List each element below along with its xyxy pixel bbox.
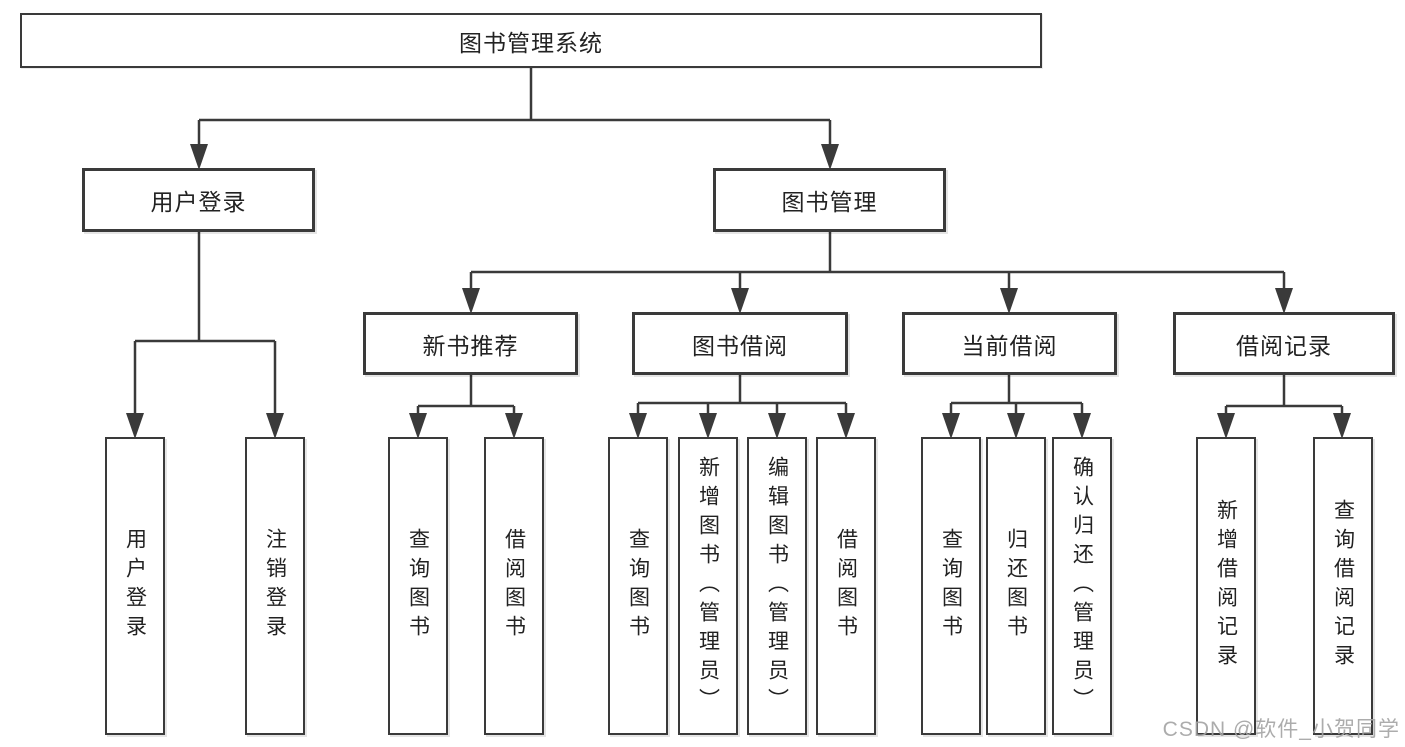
leaf-add-borrow-record: 新增借阅记录 — [1196, 437, 1256, 735]
node-book-management-label: 图书管理 — [781, 189, 878, 215]
leaf-borrow-books-2: 借阅图书 — [816, 437, 876, 735]
leaf-query-books-3: 查询图书 — [921, 437, 981, 735]
leaf-edit-books-admin-label: 编辑图书（管理员） — [765, 455, 789, 717]
leaf-borrow-books-2-label: 借阅图书 — [834, 528, 858, 644]
node-borrow-records: 借阅记录 — [1173, 312, 1395, 375]
leaf-add-books-admin: 新增图书（管理员） — [678, 437, 738, 735]
leaf-confirm-return-admin-label: 确认归还（管理员） — [1070, 455, 1094, 717]
leaf-query-borrow-record-label: 查询借阅记录 — [1331, 499, 1355, 673]
leaf-confirm-return-admin: 确认归还（管理员） — [1052, 437, 1112, 735]
node-root-label: 图书管理系统 — [459, 29, 603, 56]
node-current-borrow: 当前借阅 — [902, 312, 1117, 375]
node-user-login-label: 用户登录 — [150, 189, 247, 215]
leaf-return-books: 归还图书 — [986, 437, 1046, 735]
leaf-logout-label: 注销登录 — [263, 528, 287, 644]
node-book-borrow: 图书借阅 — [632, 312, 848, 375]
leaf-query-books-3-label: 查询图书 — [939, 528, 963, 644]
leaf-return-books-label: 归还图书 — [1004, 528, 1028, 644]
node-book-management: 图书管理 — [713, 168, 946, 232]
leaf-borrow-books-1: 借阅图书 — [484, 437, 544, 735]
leaf-query-borrow-record: 查询借阅记录 — [1313, 437, 1373, 735]
leaf-logout: 注销登录 — [245, 437, 305, 735]
node-book-borrow-label: 图书借阅 — [692, 332, 788, 359]
leaf-user-login-label: 用户登录 — [123, 528, 147, 644]
leaf-user-login: 用户登录 — [105, 437, 165, 735]
node-new-book-recommend-label: 新书推荐 — [422, 332, 519, 359]
node-borrow-records-label: 借阅记录 — [1236, 332, 1332, 359]
leaf-query-books-2: 查询图书 — [608, 437, 668, 735]
leaf-query-books-1-label: 查询图书 — [406, 528, 430, 644]
csdn-watermark: CSDN @软件_小贺同学 — [1162, 718, 1400, 741]
leaf-add-books-admin-label: 新增图书（管理员） — [696, 455, 720, 717]
node-user-login: 用户登录 — [82, 168, 315, 232]
leaf-query-books-1: 查询图书 — [388, 437, 448, 735]
node-new-book-recommend: 新书推荐 — [363, 312, 578, 375]
node-current-borrow-label: 当前借阅 — [961, 332, 1058, 359]
leaf-edit-books-admin: 编辑图书（管理员） — [747, 437, 807, 735]
leaf-add-borrow-record-label: 新增借阅记录 — [1214, 499, 1238, 673]
leaf-borrow-books-1-label: 借阅图书 — [502, 528, 526, 644]
leaf-query-books-2-label: 查询图书 — [626, 528, 650, 644]
node-root: 图书管理系统 — [20, 13, 1042, 68]
